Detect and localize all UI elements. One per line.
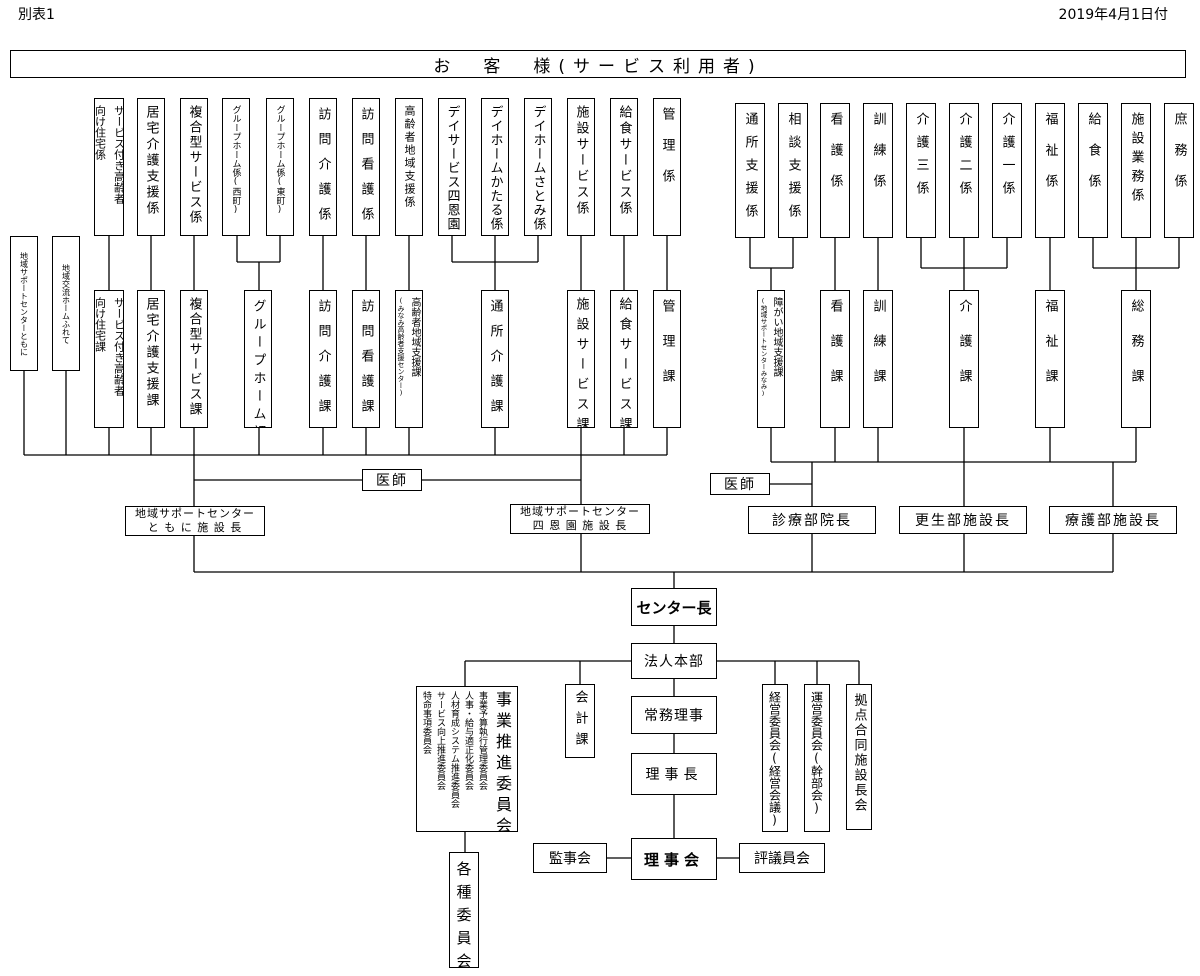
section-home-visit-nursing: 訪問看護係 — [352, 98, 380, 236]
section-care-1: 介護一係 — [992, 103, 1022, 238]
doctor-right: 医師 — [710, 473, 770, 495]
division-general-affairs: 総務課 — [1121, 290, 1151, 428]
head-care-nursing: 療護部施設長 — [1049, 506, 1177, 534]
section-general-affairs-team: 庶務係 — [1164, 103, 1194, 238]
section-training: 訓練係 — [863, 103, 893, 238]
management-committee: 経営委員会(経営会議) — [762, 684, 788, 832]
customers-banner: お 客 様(サービス利用者) — [10, 50, 1186, 78]
head-medical: 診療部院長 — [748, 506, 876, 534]
section-management: 管理係 — [653, 98, 681, 236]
header-date: 2019年4月1日付 — [1058, 7, 1168, 23]
section-food-service: 給食サービス係 — [610, 98, 638, 236]
section-outpatient-support: 通所支援係 — [735, 103, 765, 238]
doctor-left: 医師 — [362, 469, 422, 491]
division-elderly-housing: サービス付き高齢者 向け住宅課 — [94, 290, 124, 428]
section-welfare: 福祉係 — [1035, 103, 1065, 238]
division-training: 訓練課 — [863, 290, 893, 428]
division-disability-support: 障がい地域支援課 (地域サポートセンターみなみ) — [757, 290, 785, 428]
division-multi-service: 複合型サービス課 — [180, 290, 208, 428]
division-day-care: 通所介護課 — [481, 290, 509, 428]
section-home-care-support: 居宅介護支援係 — [137, 98, 165, 236]
section-elderly-housing: サービス付き高齢者 向け住宅係 — [94, 98, 124, 236]
section-care-2: 介護二係 — [949, 103, 979, 238]
corporate-hq: 法人本部 — [631, 643, 717, 679]
section-group-home-east: グループホーム係(東町) — [266, 98, 294, 236]
division-elderly-regional: 高齢者地域支援課 (みなみ高齢者支援センター) — [395, 290, 423, 428]
chairman: 理事長 — [631, 753, 717, 795]
head-rehabilitation: 更生部施設長 — [899, 506, 1027, 534]
business-promotion-committee: 事業推進委員会 事業予算執行管理委員会 人事・給与適正化委員会 人材育成システム… — [416, 686, 518, 832]
center-head: センター長 — [631, 588, 717, 626]
councilors-board: 評議員会 — [739, 843, 825, 873]
auditors-board: 監事会 — [533, 843, 607, 873]
various-committees: 各種委員会 — [449, 852, 479, 968]
section-meal: 給食係 — [1078, 103, 1108, 238]
director-shionen: 地域サポートセンター四 恩 園 施 設 長 — [510, 504, 650, 534]
section-home-visit-care: 訪問介護係 — [309, 98, 337, 236]
unit-fureai: 地域交流ホームふれて — [52, 236, 80, 371]
division-group-home: グループホーム課 — [244, 290, 272, 428]
division-care: 介護課 — [949, 290, 979, 428]
section-day-service-shionen: デイサービス四恩園 — [438, 98, 466, 236]
director-tomoni: 地域サポートセンターと も に 施 設 長 — [125, 506, 265, 536]
division-home-care-support: 居宅介護支援課 — [137, 290, 165, 428]
unit-tomoni: 地域サポートセンターともに — [10, 236, 38, 371]
accounting-division: 会計課 — [565, 684, 595, 758]
section-facility-service: 施設サービス係 — [567, 98, 595, 236]
section-group-home-west: グループホーム係(西町) — [222, 98, 250, 236]
executive-director: 常務理事 — [631, 696, 717, 734]
joint-directors-meeting: 拠点合同施設長会 — [846, 684, 872, 830]
division-nursing: 看護課 — [820, 290, 850, 428]
header-left: 別表1 — [18, 7, 55, 23]
section-day-home-kataru: デイホームかたる係 — [481, 98, 509, 236]
division-welfare: 福祉課 — [1035, 290, 1065, 428]
section-care-3: 介護三係 — [906, 103, 936, 238]
section-elderly-regional: 高齢者地域支援係 — [395, 98, 423, 236]
customers-label: お 客 様(サービス利用者) — [433, 56, 763, 77]
section-day-home-satomi: デイホームさとみ係 — [524, 98, 552, 236]
section-consultation-support: 相談支援係 — [778, 103, 808, 238]
operations-committee: 運営委員会(幹部会) — [804, 684, 830, 832]
division-home-visit-nursing: 訪問看護課 — [352, 290, 380, 428]
board-of-directors: 理事会 — [631, 838, 717, 880]
division-food-service: 給食サービス課 — [610, 290, 638, 428]
division-facility-service: 施設サービス課 — [567, 290, 595, 428]
section-multi-service: 複合型サービス係 — [180, 98, 208, 236]
section-facility-operations: 施設業務係 — [1121, 103, 1151, 238]
division-management: 管理課 — [653, 290, 681, 428]
division-home-visit-care: 訪問介護課 — [309, 290, 337, 428]
section-nursing: 看護係 — [820, 103, 850, 238]
